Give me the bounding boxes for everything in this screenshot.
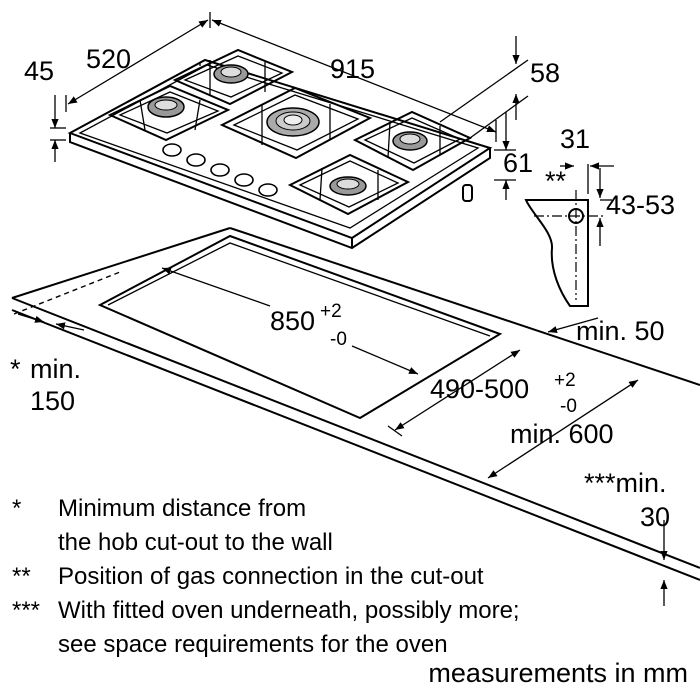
dim-58: 58 (530, 58, 560, 88)
gas-connection-marker: ** (545, 166, 567, 196)
dim-45: 45 (24, 56, 54, 86)
dim-915: 915 (330, 54, 375, 84)
dim-490-500: 490-500 (430, 374, 529, 404)
dim-wall-star: * (10, 354, 21, 384)
footnotes: * Minimum distance from the hob cut-out … (12, 492, 612, 662)
dim-850-tol-minus: -0 (330, 329, 347, 350)
dim-oven-min-label: ***min. (584, 468, 667, 498)
cutout (97, 234, 503, 420)
units-footer: measurements in mm (428, 658, 688, 688)
dim-850-tol-plus: +2 (320, 301, 342, 322)
footnote-2: ** Position of gas connection in the cut… (12, 560, 612, 594)
footnote-2-marker: ** (12, 563, 31, 590)
footnote-3-line-2: see space requirements for the oven (58, 631, 448, 658)
footnote-1-line-2: the hob cut-out to the wall (58, 529, 333, 556)
worktop-profile-detail (524, 162, 614, 307)
worktop (11, 227, 700, 581)
footnote-1: * Minimum distance from the hob cut-out … (12, 492, 612, 560)
footnote-3-marker: *** (12, 597, 41, 624)
dim-min-600: min. 600 (510, 419, 614, 449)
footnote-1-line-1: Minimum distance from (58, 495, 307, 522)
footnote-3: *** With fitted oven underneath, possibl… (12, 594, 612, 662)
dimension-lines (17, 12, 668, 606)
dimension-labels: 45 520 915 58 31 ** 43-53 61 850 +2 -0 4… (10, 44, 675, 532)
dim-wall-min-label: min. (30, 354, 81, 384)
dim-oven-min-value: 30 (640, 502, 670, 532)
control-knobs (162, 143, 278, 197)
dim-31: 31 (560, 124, 590, 154)
dim-43-53: 43-53 (606, 190, 675, 220)
dim-520: 520 (86, 44, 131, 74)
footnote-3-line-1: With fitted oven underneath, possibly mo… (58, 597, 520, 624)
dim-wall-min-value: 150 (30, 386, 75, 416)
footnote-1-marker: * (12, 495, 22, 522)
dim-490-500-tol-minus: -0 (560, 396, 577, 417)
dim-850: 850 (270, 306, 315, 336)
hob (67, 58, 493, 250)
dim-61: 61 (503, 148, 533, 178)
dim-min-50: min. 50 (576, 316, 665, 346)
dim-490-500-tol-plus: +2 (554, 370, 576, 391)
footnote-2-line-1: Position of gas connection in the cut-ou… (58, 563, 484, 590)
